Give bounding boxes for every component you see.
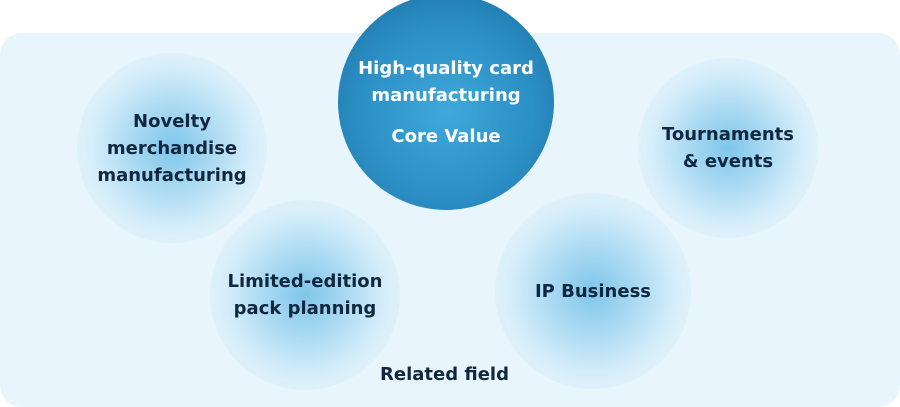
bubble-novelty-merchandise: Novelty merchandise manufacturing [77, 53, 267, 243]
bubble-label: IP Business [534, 280, 652, 302]
bubble-label: Limited-edition [227, 271, 383, 292]
bubble-label: & events [682, 151, 774, 172]
bubble-tournaments-events: Tournaments & events [638, 58, 818, 238]
bubble-label: manufacturing [97, 164, 247, 186]
core-value-label: Core Value [391, 125, 501, 147]
bubble-limited-edition: Limited-edition pack planning [210, 200, 400, 390]
core-title-line2: manufacturing [371, 84, 521, 106]
bubble-label: pack planning [233, 298, 377, 319]
bubble-label: Novelty merchandise [106, 110, 238, 159]
core-title-line1: High-quality card [358, 57, 534, 79]
bubble-label: Tournaments [661, 124, 794, 145]
core-value-circle: High-quality card manufacturing Core Val… [338, 0, 554, 210]
bubble-ip-business: IP Business [495, 193, 691, 389]
related-field-label: Related field [380, 364, 509, 385]
